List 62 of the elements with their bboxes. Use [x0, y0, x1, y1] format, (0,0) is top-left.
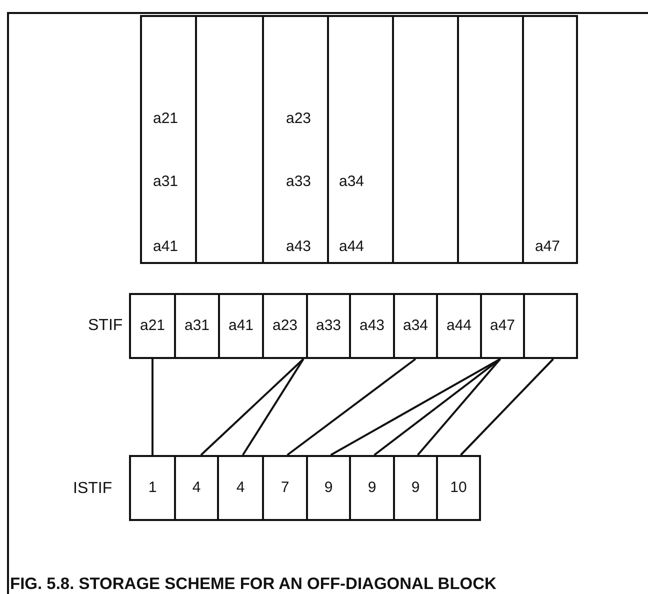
- connector-line: [200, 358, 304, 456]
- element-label: a31: [183, 317, 211, 335]
- connector-line: [330, 358, 501, 456]
- array-cell: [217, 455, 264, 521]
- array-column: [457, 15, 524, 264]
- connector-line: [460, 358, 554, 456]
- connector-line: [286, 358, 416, 456]
- element-label: 4: [191, 479, 202, 497]
- element-label: 10: [449, 479, 468, 497]
- element-label: a34: [402, 317, 430, 335]
- figure-caption: FIG. 5.8. STORAGE SCHEME FOR AN OFF-DIAGONAL BLOCK: [10, 575, 496, 594]
- array-cell: [523, 293, 578, 359]
- element-label: a23: [271, 317, 299, 335]
- array-column: [140, 15, 197, 264]
- array-name: STIF: [88, 317, 123, 335]
- array-cell: [393, 293, 438, 359]
- element-label: a21: [138, 317, 166, 335]
- array-cell: [349, 293, 395, 359]
- element-label: a44: [445, 317, 473, 335]
- element-label: a43: [358, 317, 386, 335]
- array-column: [262, 15, 329, 264]
- array-cell: [174, 293, 220, 359]
- element-label: a31: [153, 173, 178, 191]
- array-cell: [306, 455, 351, 521]
- array-cell: [262, 293, 308, 359]
- element-label: a41: [227, 317, 255, 335]
- array-cell: [349, 455, 395, 521]
- array-column: [327, 15, 394, 264]
- array-cell: [306, 293, 351, 359]
- element-label: 4: [235, 479, 246, 497]
- connector-line: [242, 358, 304, 456]
- element-label: 7: [280, 479, 290, 497]
- array-column: [392, 15, 459, 264]
- element-label: a34: [339, 173, 364, 191]
- element-label: a33: [314, 317, 342, 335]
- element-label: a21: [153, 110, 178, 128]
- array-column: [522, 15, 578, 264]
- element-label: a44: [339, 238, 364, 256]
- connector-line: [374, 358, 501, 456]
- array-cell: [480, 293, 525, 359]
- array-cell: [393, 455, 438, 521]
- element-label: a47: [535, 238, 560, 256]
- array-name: ISTIF: [73, 480, 112, 498]
- element-label: 1: [147, 479, 158, 497]
- element-label: a41: [153, 238, 178, 256]
- element-label: 9: [366, 479, 378, 497]
- element-label: a43: [286, 238, 312, 256]
- connector-line: [152, 359, 154, 455]
- element-label: a33: [286, 173, 312, 191]
- array-cell: [129, 455, 176, 521]
- connector-line: [417, 358, 501, 456]
- array-cell: [174, 455, 219, 521]
- array-cell: [129, 293, 176, 359]
- array-column: [195, 15, 264, 264]
- element-label: a23: [286, 110, 312, 128]
- array-cell: [436, 293, 482, 359]
- element-label: 9: [323, 479, 334, 497]
- element-label: 9: [410, 479, 421, 497]
- element-label: a47: [488, 317, 516, 335]
- array-cell: [436, 455, 481, 521]
- array-cell: [262, 455, 308, 521]
- array-cell: [218, 293, 264, 359]
